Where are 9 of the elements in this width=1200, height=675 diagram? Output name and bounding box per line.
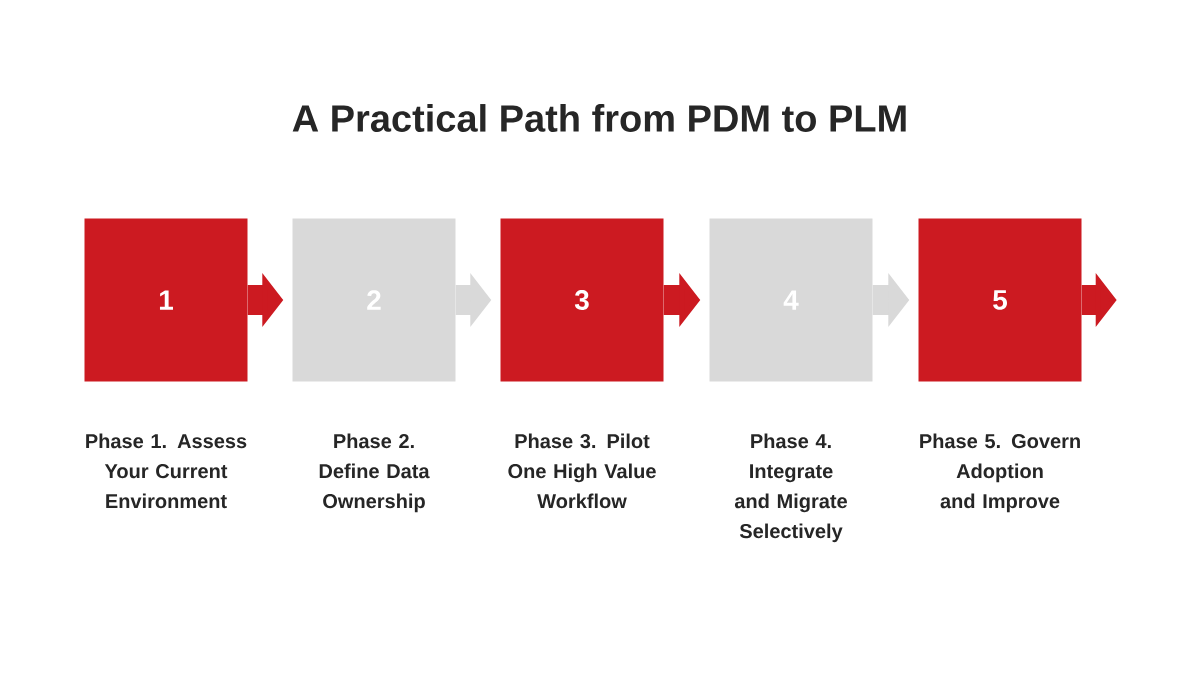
step-box: 1 <box>84 218 248 382</box>
step-box: 3 <box>500 218 664 382</box>
phase-label: Phase 4. Integrate and Migrate Selectively <box>734 433 847 543</box>
phase-label: Phase 3. Pilot One High Value Workflow <box>508 433 656 509</box>
step-box: 5 <box>918 218 1082 382</box>
phase-label: Phase 1. Assess Your Current Environment <box>86 433 247 509</box>
phase-label: Phase 2. Define Data Ownership <box>319 433 430 513</box>
phase-label: Phase 5. Govern Adoption and Improve <box>920 433 1080 513</box>
title: A Practical Path from PDM to PLM <box>292 104 906 132</box>
